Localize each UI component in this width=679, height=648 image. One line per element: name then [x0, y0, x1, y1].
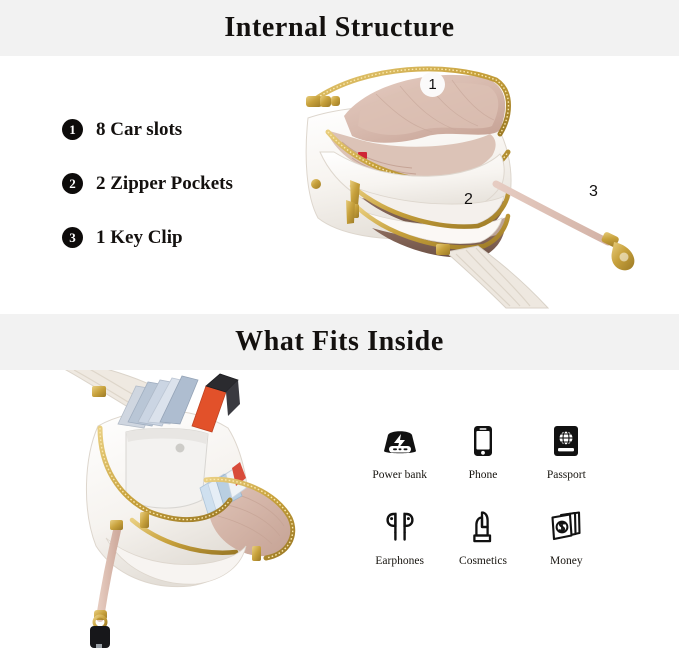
bullet-number-icon: 2: [62, 172, 83, 194]
earphones-icon: [377, 504, 423, 550]
bullet-number-icon: 1: [62, 118, 83, 140]
section-internal-structure: 1 8 Car slots 2 2 Zipper Pockets 3 1 Key…: [0, 56, 679, 314]
grid-item-passport: Passport: [525, 418, 608, 482]
grid-item-power-bank: Power bank: [358, 418, 441, 482]
money-icon: [543, 504, 589, 550]
icon-label: Passport: [546, 469, 586, 481]
page-title-internal-structure: Internal Structure: [224, 12, 455, 43]
icon-label: Cosmetics: [459, 554, 507, 567]
product-photo-packed-bag: [40, 370, 350, 648]
feature-label: 1 Key Clip: [96, 226, 183, 248]
phone-icon: [460, 418, 506, 464]
callout-3: 3: [589, 183, 598, 200]
grid-item-money: Money: [525, 504, 608, 568]
page-title-what-fits-inside: What Fits Inside: [235, 326, 444, 357]
power-bank-icon: [377, 418, 423, 464]
bullet-number-icon: 3: [62, 226, 83, 248]
icon-label: Money: [550, 554, 583, 567]
section-header-what-fits-inside: What Fits Inside: [0, 314, 679, 370]
feature-list: 1 8 Car slots 2 2 Zipper Pockets 3 1 Key…: [62, 116, 312, 278]
feature-label: 8 Car slots: [96, 118, 183, 140]
icon-label: Phone: [468, 469, 498, 481]
list-item: 3 1 Key Clip: [62, 224, 312, 250]
callout-1: 1: [420, 72, 445, 97]
section-what-fits-inside: Power bank Phone: [0, 370, 679, 648]
icon-label: Earphones: [375, 554, 424, 567]
passport-icon: [543, 418, 589, 464]
icon-label: Power bank: [372, 469, 427, 481]
callout-2: 2: [464, 191, 473, 208]
grid-item-earphones: Earphones: [358, 504, 441, 568]
grid-item-phone: Phone: [441, 418, 524, 482]
list-item: 2 2 Zipper Pockets: [62, 170, 312, 196]
section-header-internal-structure: Internal Structure: [0, 0, 679, 56]
product-photo-open-bag: 1 2 3: [300, 56, 679, 314]
list-item: 1 8 Car slots: [62, 116, 312, 142]
cosmetics-icon: [460, 504, 506, 550]
fits-inside-icon-grid: Power bank Phone: [358, 418, 608, 567]
feature-label: 2 Zipper Pockets: [96, 172, 233, 194]
grid-item-cosmetics: Cosmetics: [441, 504, 524, 568]
